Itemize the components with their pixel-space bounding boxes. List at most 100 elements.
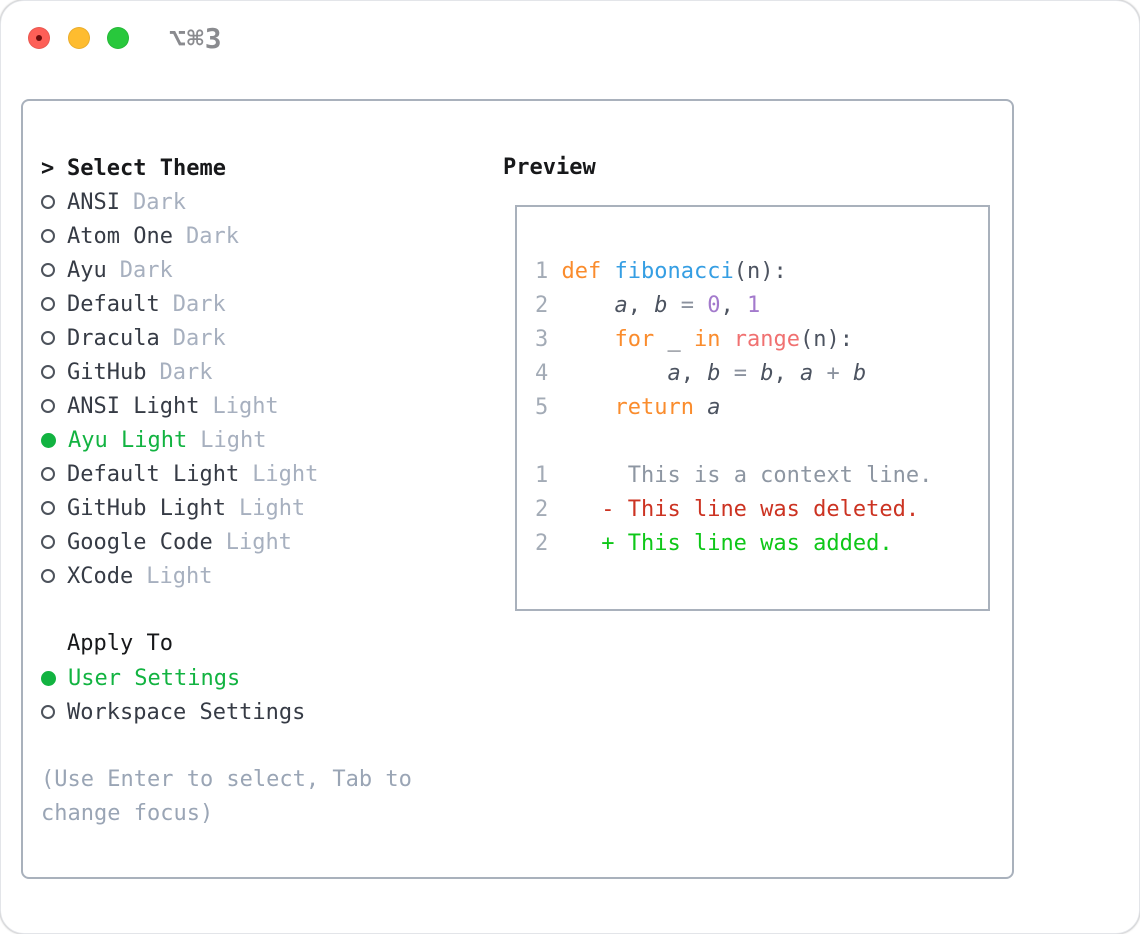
theme-option[interactable]: Default Dark bbox=[41, 287, 412, 321]
theme-variant: Dark bbox=[119, 257, 173, 283]
radio-icon bbox=[41, 331, 55, 345]
theme-variant: Dark bbox=[159, 359, 213, 385]
code-token-code bbox=[548, 395, 614, 420]
apply-to-option[interactable]: Workspace Settings bbox=[41, 695, 412, 729]
code-token-code bbox=[720, 327, 733, 352]
theme-variant: Light bbox=[200, 427, 267, 453]
code-token-code bbox=[720, 361, 733, 386]
apply-to-title: Apply To bbox=[67, 631, 173, 656]
apply-to-option[interactable]: User Settings bbox=[41, 661, 412, 695]
radio-icon bbox=[41, 569, 55, 583]
theme-name: Default Light bbox=[67, 461, 240, 487]
radio-icon bbox=[41, 535, 55, 549]
theme-variant: Dark bbox=[185, 223, 239, 249]
minimize-button[interactable] bbox=[68, 27, 90, 49]
code-token-linenum: 5 bbox=[535, 395, 549, 420]
theme-name: Ayu Light bbox=[68, 427, 188, 453]
code-token-code bbox=[840, 361, 853, 386]
radio-selected-icon bbox=[41, 432, 56, 448]
radio-icon bbox=[41, 501, 55, 515]
theme-name: GitHub Light bbox=[67, 495, 226, 521]
code-token-variable: b bbox=[852, 361, 867, 386]
select-theme-title: Select Theme bbox=[67, 155, 226, 181]
code-token-code: _ bbox=[654, 327, 694, 352]
radio-icon bbox=[41, 705, 55, 719]
code-token-code bbox=[747, 361, 760, 386]
theme-variant: Dark bbox=[172, 291, 226, 317]
theme-option[interactable]: Ayu Dark bbox=[41, 253, 412, 287]
code-token-linenum: 2 bbox=[535, 531, 549, 556]
hint-line-1: (Use Enter to select, Tab to bbox=[41, 767, 412, 792]
theme-option[interactable]: Ayu Light Light bbox=[41, 423, 412, 457]
zoom-button[interactable] bbox=[107, 27, 129, 49]
code-token-code bbox=[548, 497, 601, 522]
apply-to-label: User Settings bbox=[68, 665, 241, 691]
code-token-keyword: return bbox=[614, 395, 694, 420]
code-token-variable: a bbox=[799, 361, 814, 386]
code-token-code bbox=[667, 293, 680, 318]
theme-option[interactable]: GitHub Dark bbox=[41, 355, 412, 389]
theme-variant: Light bbox=[252, 461, 319, 487]
code-token-keyword: def bbox=[561, 259, 615, 284]
preview-title: Preview bbox=[503, 155, 596, 180]
code-token-variable: a bbox=[667, 361, 681, 386]
code-token-code bbox=[694, 395, 707, 420]
hint-line-2: change focus) bbox=[41, 801, 214, 826]
code-token-variable: b bbox=[707, 361, 721, 386]
code-token-number: 0 bbox=[707, 293, 721, 318]
code-token-number: 1 bbox=[746, 293, 761, 318]
theme-name: ANSI Light bbox=[67, 393, 200, 419]
theme-name: GitHub bbox=[67, 359, 147, 385]
code-line: 2 a, b = 0, 1 bbox=[535, 289, 980, 323]
code-line: 1 def fibonacci(n): bbox=[535, 255, 980, 289]
close-button[interactable] bbox=[28, 27, 50, 49]
theme-name: Dracula bbox=[67, 325, 160, 351]
code-token-linenum: 2 bbox=[535, 497, 549, 522]
radio-icon bbox=[41, 229, 55, 243]
code-line: 5 return a bbox=[535, 391, 980, 425]
code-token-code: , bbox=[720, 293, 747, 318]
theme-name: Default bbox=[67, 291, 160, 317]
theme-option[interactable]: Default Light Light bbox=[41, 457, 412, 491]
radio-icon bbox=[41, 195, 55, 209]
radio-icon bbox=[41, 467, 55, 481]
code-token-function: fibonacci bbox=[614, 259, 734, 284]
code-token-code: , bbox=[680, 361, 708, 386]
code-token-operator: = bbox=[680, 293, 694, 318]
radio-icon bbox=[41, 297, 55, 311]
code-token-context: This is a context line. bbox=[627, 463, 933, 488]
code-token-builtin: range bbox=[733, 327, 800, 352]
code-token-linenum: 2 bbox=[535, 293, 549, 318]
cursor-prompt-icon: > bbox=[41, 155, 55, 181]
select-theme-header: > Select Theme bbox=[41, 151, 412, 185]
code-token-code bbox=[548, 463, 627, 488]
window-title-shortcut: ⌥⌘3 bbox=[169, 22, 223, 55]
theme-name: ANSI bbox=[67, 189, 120, 215]
code-token-linenum: 1 bbox=[535, 259, 562, 284]
code-line: 2 + This line was added. bbox=[535, 527, 980, 561]
code-token-code bbox=[548, 293, 614, 318]
theme-name: Google Code bbox=[67, 529, 213, 555]
radio-icon bbox=[41, 399, 55, 413]
code-token-keyword: for bbox=[614, 327, 655, 352]
code-line bbox=[535, 425, 980, 459]
code-token-variable: b bbox=[760, 361, 774, 386]
code-token-code: (n): bbox=[799, 327, 853, 352]
code-token-variable: a bbox=[707, 395, 721, 420]
radio-icon bbox=[41, 263, 55, 277]
code-token-operator: + bbox=[826, 361, 840, 386]
code-token-added: + This line was added. bbox=[601, 531, 893, 556]
theme-name: Ayu bbox=[67, 257, 107, 283]
code-line: 4 a, b = b, a + b bbox=[535, 357, 980, 391]
